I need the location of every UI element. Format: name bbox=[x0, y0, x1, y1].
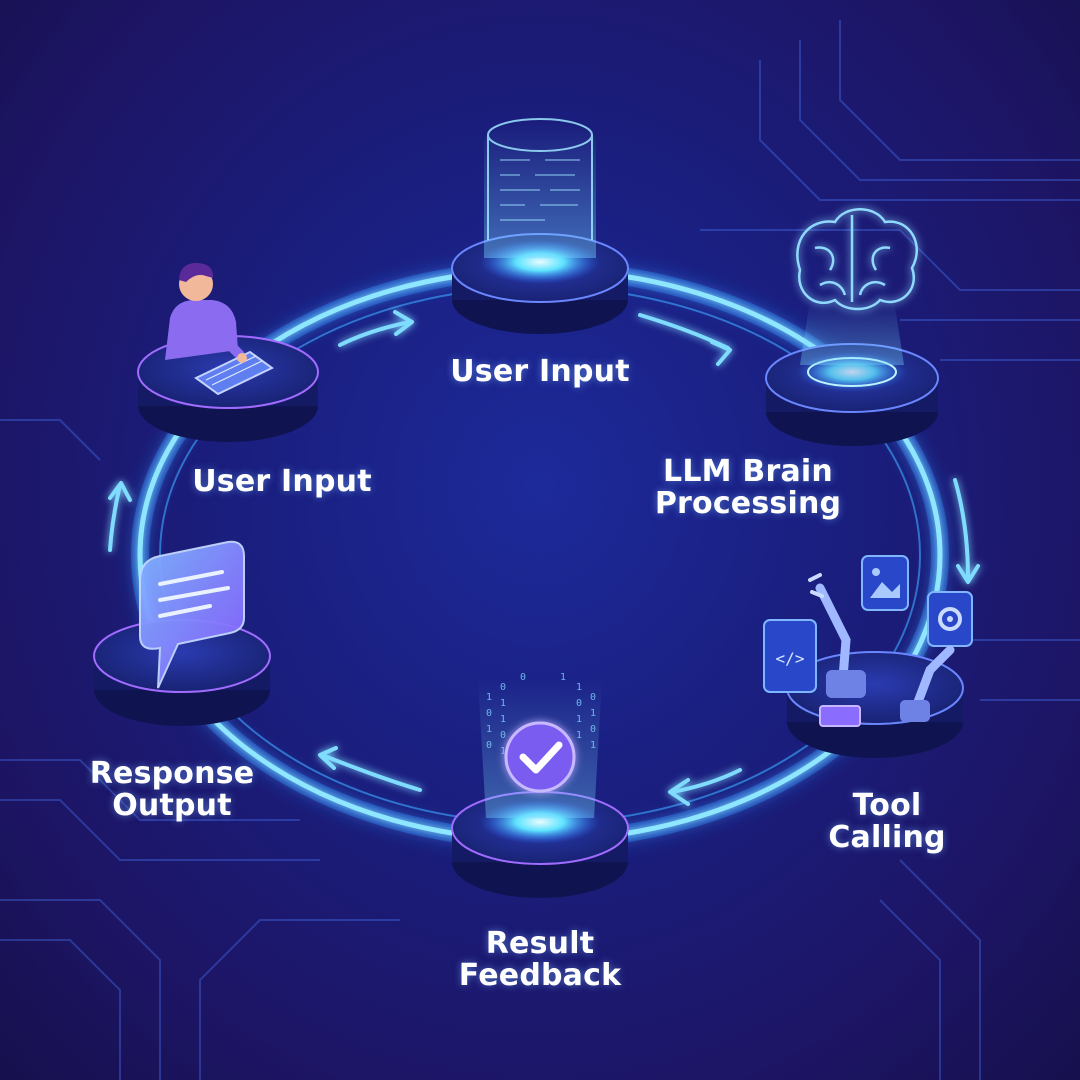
node-user-input-left bbox=[137, 262, 319, 442]
svg-text:1: 1 bbox=[576, 730, 582, 741]
label-llm-brain: LLM Brain Processing bbox=[654, 454, 842, 521]
node-user-input-top bbox=[451, 118, 629, 334]
svg-text:1: 1 bbox=[590, 708, 596, 719]
label-user-input-top: User Input bbox=[450, 354, 630, 389]
svg-text:1: 1 bbox=[486, 692, 492, 703]
svg-text:1: 1 bbox=[590, 740, 596, 751]
svg-text:</>: </> bbox=[776, 649, 805, 668]
checkmark-icon bbox=[504, 721, 576, 793]
svg-text:1: 1 bbox=[576, 714, 582, 725]
label-user-input-left: User Input bbox=[192, 464, 372, 499]
circuit-traces bbox=[0, 20, 1080, 1080]
svg-text:0: 0 bbox=[590, 692, 596, 703]
node-response-output bbox=[93, 540, 271, 726]
svg-text:0: 0 bbox=[500, 730, 506, 741]
svg-text:0: 0 bbox=[576, 698, 582, 709]
svg-text:1: 1 bbox=[500, 714, 506, 725]
svg-text:0: 0 bbox=[486, 740, 492, 751]
chat-bubble-icon bbox=[139, 540, 245, 689]
svg-text:0: 0 bbox=[500, 682, 506, 693]
svg-text:0: 0 bbox=[520, 672, 526, 683]
robot-arm-tools-icon: </> bbox=[763, 555, 973, 727]
arrow-response-to-userinput bbox=[108, 481, 132, 552]
brain-icon bbox=[796, 208, 918, 311]
flow-arrows bbox=[108, 310, 980, 806]
arrow-result-to-response bbox=[318, 746, 422, 792]
svg-text:1: 1 bbox=[560, 672, 566, 683]
person-keyboard-icon bbox=[165, 262, 274, 396]
arrow-tool-to-result bbox=[668, 768, 742, 806]
svg-text:1: 1 bbox=[500, 746, 506, 757]
label-result-feedback: Result Feedback bbox=[458, 926, 622, 993]
data-cylinder-icon bbox=[487, 118, 593, 240]
svg-text:0: 0 bbox=[486, 708, 492, 719]
svg-text:1: 1 bbox=[500, 698, 506, 709]
arrow-userinput-to-top bbox=[338, 310, 414, 347]
label-response-output: Response Output bbox=[89, 756, 255, 823]
svg-text:1: 1 bbox=[576, 682, 582, 693]
node-llm-brain bbox=[765, 208, 939, 446]
node-tool-calling: </> bbox=[763, 555, 973, 758]
label-tool-calling: Tool Calling bbox=[828, 788, 946, 855]
svg-text:0: 0 bbox=[590, 724, 596, 735]
arrow-top-to-llm bbox=[638, 313, 732, 366]
arrow-llm-to-tool bbox=[953, 478, 980, 584]
svg-text:1: 1 bbox=[486, 724, 492, 735]
